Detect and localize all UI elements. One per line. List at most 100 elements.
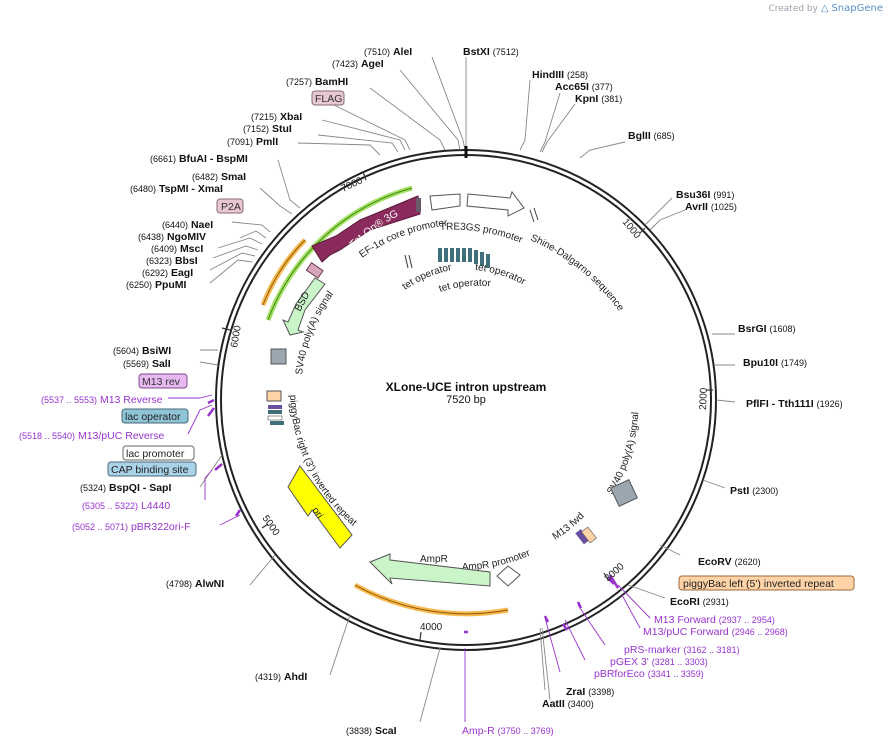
svg-text:EcoRV (2620): EcoRV (2620) [698,556,761,568]
svg-text:(5052 .. 5071) pBR322ori-F: (5052 .. 5071) pBR322ori-F [72,521,191,533]
scale-ticks [221,171,713,641]
lac-promoter-bar [267,415,283,421]
piggybac-right-box[interactable] [266,390,282,402]
orange-highlight-upper [260,238,307,306]
m13-rev-bar [268,405,282,409]
plasmid-name: XLone-UCE intron upstream [385,380,547,394]
ampr-feature[interactable] [369,553,491,587]
created-by-text: Created by [768,4,818,14]
primer-leader-lines [168,394,651,722]
svg-text:(6661) BfuAI - BspMI: (6661) BfuAI - BspMI [150,153,248,165]
enzyme-labels: (7510) AleI BstXI (7512) (7423) AgeI (72… [80,46,843,737]
lac-operator-label: lac operator [125,411,181,423]
tre3gs-promoter-feature[interactable] [466,190,525,217]
piggybac-left-box[interactable] [581,526,597,544]
svg-text:(5324) BspQI - SapI: (5324) BspQI - SapI [80,482,171,494]
svg-text:(5305 .. 5322) L4440: (5305 .. 5322) L4440 [82,500,170,512]
tre3gs-label: TRE3GS promoter [440,222,525,247]
svg-text:(7510) AleI: (7510) AleI [364,46,412,58]
lac-operator-box[interactable] [121,408,189,424]
svg-text:(6482) SmaI: (6482) SmaI [192,171,246,183]
snapgene-branding: Created by △ SnapGene [768,3,883,14]
tick-4000: 4000 [420,622,443,633]
svg-text:(5537 .. 5553) M13 Reverse: (5537 .. 5553) M13 Reverse [41,394,163,406]
ori-label: ori [310,505,325,520]
svg-text:PflFI - Tth111I (1926): PflFI - Tth111I (1926) [746,398,843,410]
orange-highlight-upper-line [262,239,306,306]
green-highlight-line [267,187,413,321]
svg-text:(7152) StuI: (7152) StuI [243,123,292,135]
flag-box[interactable] [311,90,345,106]
sv40-right-box[interactable] [610,479,638,507]
lac-promoter-box[interactable] [122,445,195,461]
enzyme-leader-lines [199,56,736,723]
piggybac-left-box-label[interactable] [678,575,855,591]
primer-marks [207,398,620,634]
cap-binding-bar [270,421,284,425]
orange-highlight-lower-line [354,584,509,615]
ef1a-promoter-feature[interactable] [429,193,461,211]
tick-2000: 2000 [698,387,710,410]
svg-text:(7423) AgeI: (7423) AgeI [332,58,384,70]
svg-text:(6292) EagI: (6292) EagI [142,267,193,279]
tet-operator-label-3: tet operator [438,278,492,295]
tet-operators-block [404,248,490,269]
p2a-box[interactable] [216,198,244,214]
brand-name: SnapGene [831,3,883,14]
lac-promoter-label: lac promoter [126,448,185,460]
tick-5000: 5000 [260,513,282,538]
svg-text:(6440) NaeI: (6440) NaeI [162,219,213,231]
orange-highlight-lower [353,582,509,617]
m13-rev-label: M13 rev [142,376,181,388]
svg-text:(5604) BsiWI: (5604) BsiWI [113,345,171,357]
p2a-marker [305,262,324,279]
svg-text:(6438) NgoMIV: (6438) NgoMIV [138,231,206,243]
shine-dalgarno-mark2 [533,207,539,221]
tet-on-3g-feature[interactable] [311,195,421,263]
lac-operator-bar [268,410,282,414]
cap-binding-box[interactable] [107,461,197,477]
svg-text:BglII (685): BglII (685) [628,130,675,142]
m13-fwd-bar [575,529,590,545]
svg-text:ZraI (3398): ZraI (3398) [566,686,614,698]
ampr-label: AmpR [420,554,448,565]
piggybac-left-label: piggyBac left (5') inverted repeat [683,578,834,590]
flag-label: FLAG [315,93,342,105]
ori-feature[interactable] [287,465,353,549]
svg-text:EcoRI (2931): EcoRI (2931) [670,596,729,608]
svg-text:(7215) XbaI: (7215) XbaI [251,111,302,123]
svg-text:M13/pUC Forward (2946 .. 2968): M13/pUC Forward (2946 .. 2968) [643,626,788,638]
svg-text:HindIII (258): HindIII (258) [532,69,588,81]
svg-text:(5518 .. 5540) M13/pUC Reverse: (5518 .. 5540) M13/pUC Reverse [19,430,164,442]
shine-dalgarno-label: Shine-Dalgarno sequence [529,233,626,314]
ampr-promoter-label: AmpR promoter [462,547,533,573]
svg-text:Bsu36I (991): Bsu36I (991) [676,189,734,201]
p2a-label: P2A [221,201,241,213]
svg-text:M13 Forward (2937 .. 2954): M13 Forward (2937 .. 2954) [654,614,775,626]
plasmid-length: 7520 bp [446,394,486,406]
svg-text:AatII (3400): AatII (3400) [542,698,594,710]
svg-text:(7257) BamHI: (7257) BamHI [286,76,348,88]
svg-text:Amp-R (3750 .. 3769): Amp-R (3750 .. 3769) [462,725,554,737]
m13-rev-box[interactable] [138,373,188,389]
ampr-promoter-feature[interactable] [496,565,521,587]
svg-text:(7091) PmlI: (7091) PmlI [227,136,278,148]
svg-text:Acc65I (377): Acc65I (377) [555,81,613,93]
snapgene-logo-icon: △ [820,3,829,14]
feature-divider [416,198,421,212]
svg-text:(6480) TspMI - XmaI: (6480) TspMI - XmaI [130,183,223,195]
cap-binding-label: CAP binding site [111,464,189,476]
svg-text:pBRforEco (3341 .. 3359): pBRforEco (3341 .. 3359) [594,668,704,680]
svg-text:(4319) AhdI: (4319) AhdI [255,671,307,683]
bsd-feature[interactable] [282,277,326,336]
svg-text:KpnI (381): KpnI (381) [575,93,622,105]
svg-text:BstXI (7512): BstXI (7512) [463,46,519,58]
shine-dalgarno-mark1 [529,209,535,223]
tick-7000: 7000 [340,175,365,195]
svg-text:pRS-marker (3162 .. 3181): pRS-marker (3162 .. 3181) [624,644,740,656]
svg-text:Bpu10I (1749): Bpu10I (1749) [743,357,807,369]
sv40-left-box[interactable] [270,348,287,365]
svg-text:pGEX 3' (3281 .. 3303): pGEX 3' (3281 .. 3303) [610,656,708,668]
svg-text:(6409) MscI: (6409) MscI [151,243,203,255]
